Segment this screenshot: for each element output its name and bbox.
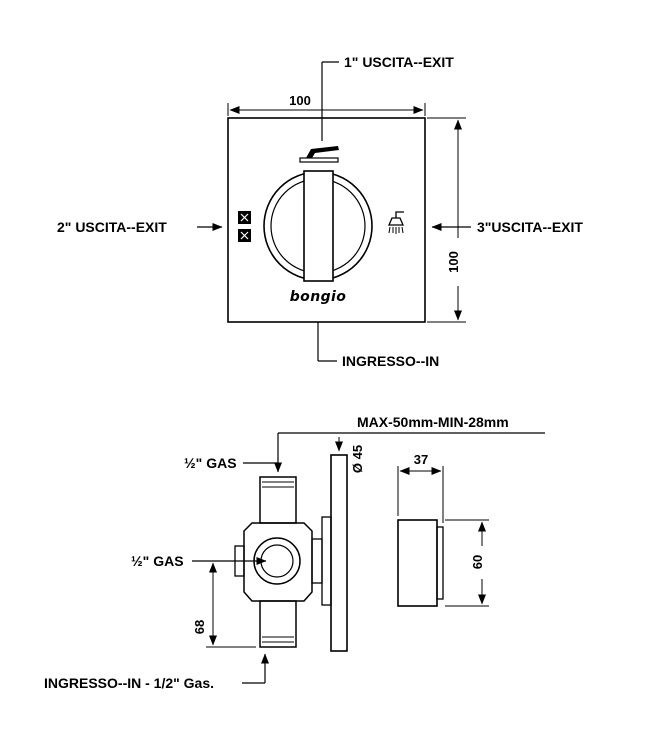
lever-icon — [299, 146, 339, 163]
flange-diameter-value: Ø 45 — [350, 445, 365, 473]
escutcheon-plate — [330, 454, 348, 652]
section-inlet-label: INGRESSO--IN - 1/2" Gas. — [44, 675, 214, 691]
side-port-callout: ½" GAS — [131, 553, 267, 569]
inlet-label: INGRESSO--IN — [342, 353, 439, 369]
handle-knob — [397, 519, 438, 607]
faceplate — [227, 117, 426, 323]
jet-icon-bottom — [238, 229, 251, 242]
depth-range-label: MAX-50mm-MIN-28mm — [357, 414, 509, 430]
handle-cap — [436, 526, 444, 600]
front-view: bongio 100 100 1" USCITA--EXIT 2" USCITA… — [57, 54, 583, 369]
width-dim-value: 100 — [289, 93, 311, 108]
handle-depth-dimension: 37 — [397, 452, 444, 523]
handle-bar — [303, 170, 334, 282]
outlet3-label: 3"USCITA--EXIT — [477, 219, 583, 235]
height-dim-value: 100 — [446, 251, 461, 273]
handle-height-value: 60 — [470, 555, 485, 569]
section-inlet-callout: INGRESSO--IN - 1/2" Gas. — [44, 653, 269, 691]
bottom-port — [259, 600, 297, 648]
top-port — [259, 476, 297, 524]
body-height-dimension: 68 — [192, 560, 256, 648]
side-port-label: ½" GAS — [131, 553, 184, 569]
outlet1-callout: 1" USCITA--EXIT — [321, 54, 454, 141]
flange-diameter-dimension: Ø 45 — [335, 437, 365, 473]
outlet2-label: 2" USCITA--EXIT — [57, 219, 167, 235]
outlet1-label: 1" USCITA--EXIT — [344, 54, 454, 70]
shower-head-icon — [388, 211, 404, 234]
top-port-label: ½" GAS — [184, 455, 237, 471]
sleeve — [321, 516, 332, 606]
outlet3-callout: 3"USCITA--EXIT — [431, 219, 583, 235]
depth-range-callout: MAX-50mm-MIN-28mm — [274, 414, 545, 473]
jet-icon-top — [238, 211, 251, 224]
brand-logo: bongio — [290, 289, 346, 305]
outlet2-callout: 2" USCITA--EXIT — [57, 219, 223, 235]
valve-body — [234, 454, 444, 652]
inlet-callout: INGRESSO--IN — [317, 322, 439, 369]
wall-connector — [311, 538, 323, 584]
top-port-callout: ½" GAS — [184, 455, 278, 471]
handle-height-dimension: 60 — [445, 519, 489, 607]
handle-depth-value: 37 — [414, 452, 428, 467]
section-view: MAX-50mm-MIN-28mm ½" GAS — [44, 414, 545, 691]
body-height-value: 68 — [192, 620, 207, 634]
height-dimension: 100 — [427, 117, 466, 323]
width-dimension: 100 — [227, 93, 426, 116]
